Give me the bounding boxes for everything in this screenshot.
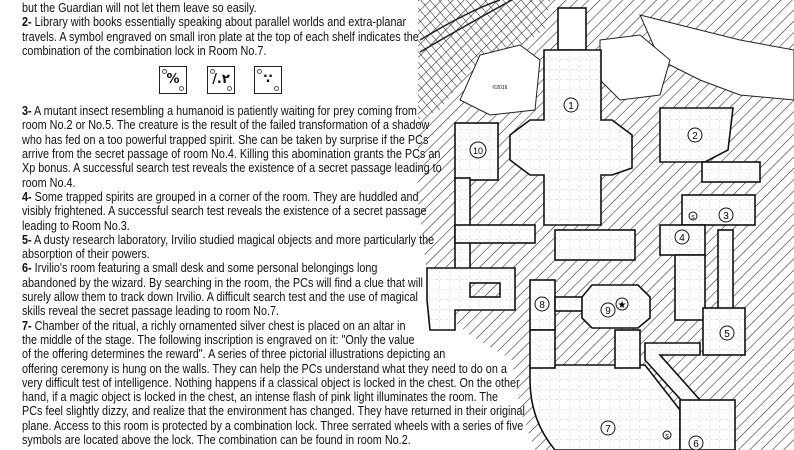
- room-4-label: 4: [674, 229, 690, 245]
- room5-line: absorption of their powers.: [22, 247, 150, 262]
- svg-text:8: 8: [539, 300, 545, 311]
- room3-line: 3- A mutant insect resembling a humanoid…: [22, 104, 417, 119]
- svg-text:9: 9: [605, 306, 611, 317]
- room3-line: room No.4.: [22, 175, 76, 190]
- star-icon: ★: [615, 297, 629, 311]
- room7-line: of the offering determines the reward". …: [22, 347, 446, 362]
- room-3-label: 3: [718, 207, 734, 223]
- room-8-label: 8: [534, 296, 550, 312]
- svg-text:6: 6: [693, 439, 699, 450]
- room4-line: leading to Room No.3.: [22, 218, 130, 233]
- room5-line: 5- A dusty research laboratory, Irvilio …: [22, 232, 435, 247]
- room2-line: travels. A symbol engraved on small iron…: [22, 29, 419, 44]
- room-9-label: 9: [600, 302, 616, 318]
- room-2-label: 2: [687, 127, 703, 143]
- symbol-plate: ∵: [254, 66, 282, 95]
- lock-symbols: % /.۲ ∵: [22, 58, 607, 104]
- secret-marker: s: [688, 211, 698, 221]
- room-descriptions: but the Guardian will not let them leave…: [22, 1, 607, 447]
- svg-text:s: s: [691, 214, 695, 221]
- room3-line: who has fed on a too powerful trapped sp…: [22, 132, 429, 147]
- room-10-label: 10: [469, 141, 487, 159]
- room7-line: very difficult test of intelligence. Not…: [22, 375, 520, 390]
- symbol-plate: %: [159, 66, 187, 95]
- room6-line: 6- Irvilio's room featuring a small desk…: [22, 261, 378, 276]
- symbol-plate: /.۲: [207, 66, 235, 95]
- room2-line: 2- Library with books essentially speaki…: [22, 15, 407, 30]
- room7-line: offering ceremony is hung on the walls. …: [22, 361, 507, 376]
- room-7-label: 7: [600, 420, 616, 436]
- room7-line: PCs feel slightly dizzy, and realize tha…: [22, 404, 525, 419]
- room6-line: surely allow them to track down Irvilio.…: [22, 290, 418, 305]
- room-1-label: 1: [563, 97, 579, 113]
- room4-line: visibly frightened. A successful search …: [22, 204, 427, 219]
- room7-line: hand, if a magic object is locked in the…: [22, 390, 499, 405]
- svg-text:s: s: [665, 433, 669, 440]
- room7-line: plane. Access to this room is protected …: [22, 418, 524, 433]
- svg-text:2: 2: [692, 131, 698, 142]
- room7-line: the middle of the stage. The following i…: [22, 332, 415, 347]
- rooms: [426, 7, 761, 450]
- room2-line: combination of the combination lock in R…: [22, 43, 267, 58]
- secret-marker: s: [662, 430, 672, 440]
- room6-line: skills reveal the secret passage leading…: [22, 304, 280, 319]
- room-labels: 1 2 3 4 5 6 7 8 9 10 s s ★ ©2016: [469, 84, 735, 450]
- room3-line: room No.2 or No.5. The creature is the r…: [22, 118, 430, 133]
- svg-text:5: 5: [724, 329, 730, 340]
- svg-text:1: 1: [568, 101, 574, 112]
- room7-line: symbols are located above the lock. The …: [22, 433, 411, 448]
- svg-text:3: 3: [723, 211, 729, 222]
- room6-line: abandoned by the wizard. By searching in…: [22, 275, 423, 290]
- room-5-label: 5: [719, 325, 735, 341]
- room7-line: 7- Chamber of the ritual, a richly ornam…: [22, 318, 406, 333]
- svg-text:7: 7: [605, 424, 611, 435]
- room-6-label: 6: [688, 435, 704, 450]
- room4-line: 4- Some trapped spirits are grouped in a…: [22, 189, 419, 204]
- svg-text:★: ★: [618, 300, 627, 311]
- room3-line: Xp bonus. A successful search test revea…: [22, 161, 442, 176]
- svg-text:10: 10: [473, 146, 483, 156]
- room3-line: arrive from the secret passage of room N…: [22, 147, 441, 162]
- intro-line: but the Guardian will not let them leave…: [22, 1, 257, 15]
- copyright-mark: ©2016: [493, 84, 508, 91]
- svg-text:4: 4: [679, 233, 685, 244]
